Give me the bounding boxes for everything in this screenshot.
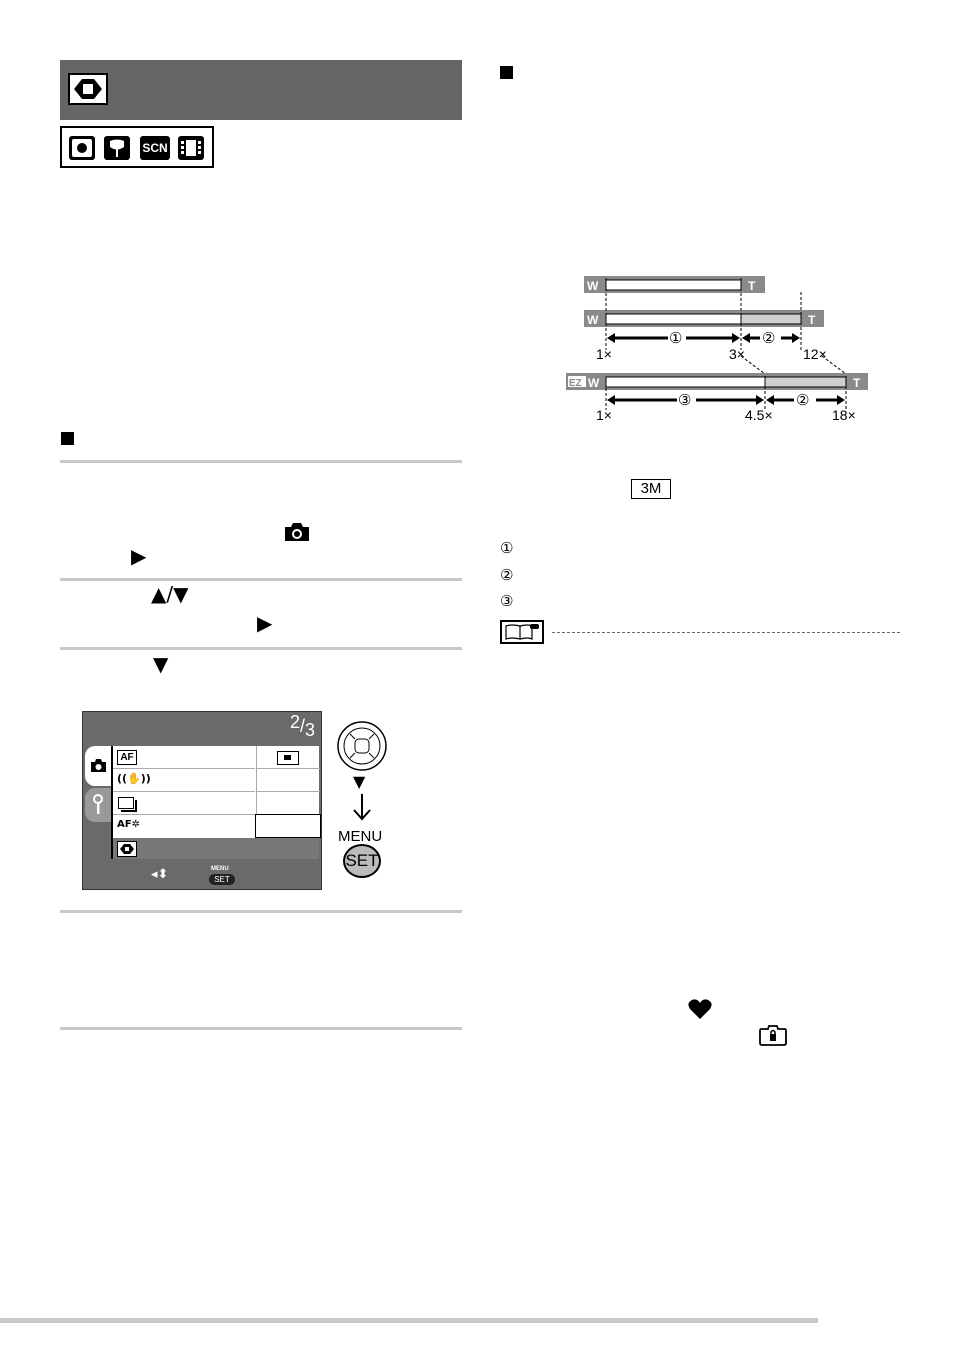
menu-row-stabilizer[interactable]: ((✋)) xyxy=(113,769,255,792)
footer-menu-label: MENU xyxy=(211,866,229,872)
stabilizer-icon: ((✋)) xyxy=(117,772,151,785)
step-divider xyxy=(60,578,462,581)
controller-menu-label: MENU xyxy=(338,828,383,845)
burst-icon xyxy=(118,797,134,809)
arrow-down-icon xyxy=(351,792,373,822)
menu-row-af-assist[interactable]: AF✲ xyxy=(113,815,255,837)
menu-row-value-empty xyxy=(256,769,320,792)
page-bottom-rule xyxy=(0,1318,818,1323)
segment-label: ③ xyxy=(678,392,691,409)
down-arrow-icon: ▼ xyxy=(153,652,169,676)
macro-mode-icon xyxy=(104,136,130,160)
zoom-label: 1× xyxy=(596,346,612,362)
select-arrows-icon: ◂⬍ xyxy=(151,867,169,882)
zoom-bar-base-fill xyxy=(605,279,742,291)
down-arrow-icon: ▼ xyxy=(353,772,366,791)
scene-mode-icon: SCN xyxy=(140,136,170,160)
up-down-arrows-icon: ▲/▼ xyxy=(151,582,189,606)
section-bullet-square xyxy=(500,66,513,79)
menu-row-value-box xyxy=(255,814,321,838)
zoom-bar-extended-fill xyxy=(605,313,742,325)
burst-icon-shadow xyxy=(121,800,137,812)
cursor-button-icon xyxy=(336,720,388,772)
zoom-bar-t: T xyxy=(853,376,861,390)
zoom-range-diagram: W T W T ① ② 1× 3× 12× EZ W T ③ ② 1× 4.5×… xyxy=(566,276,868,423)
zoom-label: 4.5× xyxy=(745,407,773,423)
legend-marker: ① xyxy=(500,539,514,557)
segment-label: ② xyxy=(796,392,809,409)
mode-icons-box: SCN xyxy=(60,126,214,168)
legend-marker: ③ xyxy=(500,592,514,610)
menu-row-af-mode[interactable]: AF xyxy=(113,746,255,769)
zoom-bar-ez-fill xyxy=(605,376,766,388)
right-arrow-icon: ▶ xyxy=(257,611,273,635)
step-divider xyxy=(60,910,462,913)
zoom-bar-w: W xyxy=(588,376,600,390)
zoom-bar-ez-label: EZ xyxy=(569,378,582,389)
note-divider xyxy=(552,632,900,633)
camera-menu-screen: 2/3 AF ((✋)) AF✲ xyxy=(82,711,322,890)
extended-zoom-icon xyxy=(117,841,137,857)
zoom-label: 18× xyxy=(832,407,856,423)
menu-row-burst[interactable] xyxy=(113,792,255,815)
zoom-bar-t: T xyxy=(808,313,816,327)
heart-icon xyxy=(687,998,713,1020)
step-divider xyxy=(60,647,462,650)
segment-label: ② xyxy=(762,330,775,347)
picture-size-badge: 3M xyxy=(631,479,671,499)
step-divider xyxy=(60,460,462,463)
zoom-bar-w: W xyxy=(587,279,599,293)
camera-mode-icon xyxy=(69,136,95,160)
zoom-bar-ez-gray xyxy=(764,376,847,388)
step-divider xyxy=(60,1027,462,1030)
segment-label: ① xyxy=(669,330,682,347)
note-icon xyxy=(500,620,544,644)
zoom-bar-w: W xyxy=(587,313,599,327)
auto-lock-camera-icon xyxy=(759,1024,787,1046)
menu-page-indicator: 2/3 xyxy=(289,712,315,740)
legend-marker: ② xyxy=(500,566,514,584)
tab-setup[interactable] xyxy=(85,788,111,822)
one-area-focus-icon xyxy=(277,751,299,765)
menu-row-value-empty xyxy=(256,792,320,815)
set-button: SET xyxy=(343,844,381,878)
menu-row-extended-zoom[interactable] xyxy=(113,838,319,859)
footer-set-label: SET xyxy=(209,874,235,885)
film-mode-icon xyxy=(178,136,204,160)
zoom-label: 3× xyxy=(729,346,745,362)
zoom-label: 12× xyxy=(803,346,827,362)
camera-icon xyxy=(283,521,311,543)
right-arrow-icon: ▶ xyxy=(131,544,147,568)
zoom-label: 1× xyxy=(596,407,612,423)
zoom-bar-t: T xyxy=(748,279,756,293)
af-mode-icon: AF xyxy=(117,750,137,765)
menu-row-af-mode-value[interactable] xyxy=(256,746,320,769)
zoom-bar-extended-gray xyxy=(740,313,802,325)
menu-list: AF ((✋)) AF✲ xyxy=(111,746,321,859)
extended-zoom-icon xyxy=(68,73,108,105)
tab-camera[interactable] xyxy=(85,746,111,786)
af-assist-lamp-icon: AF✲ xyxy=(117,819,140,830)
section-bullet-square xyxy=(61,432,74,445)
section-banner xyxy=(60,60,462,120)
